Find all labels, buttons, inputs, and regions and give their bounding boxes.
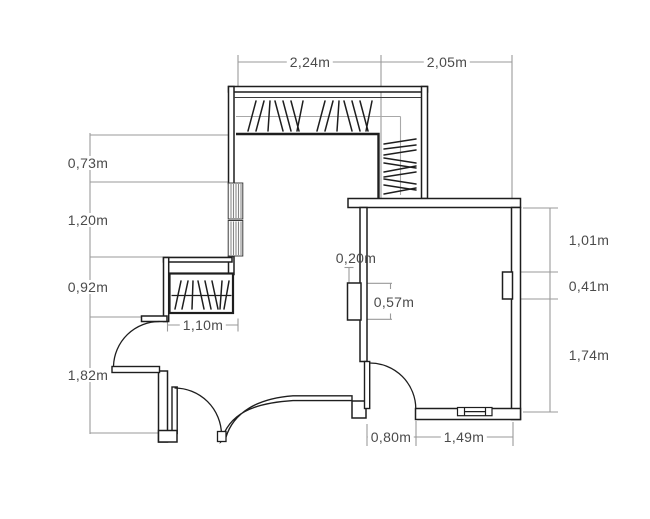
window-bottom-wall [456, 406, 493, 417]
door-swing-rightroom [369, 362, 417, 410]
dim-label-right-3: 1,74m [565, 348, 613, 362]
door-swing-hall [174, 387, 223, 435]
dim-label-left-1: 0,73m [64, 156, 112, 170]
door-leaf-left-exterior [111, 365, 161, 374]
wall-left-upper [227, 85, 235, 185]
door-swing-left-exterior [112, 320, 160, 367]
dim-label-left-3: 0,92m [64, 280, 112, 294]
closet-front-line [236, 132, 380, 198]
dim-label-radiator-height: 0,57m [373, 294, 415, 310]
dim-label-right-2: 0,41m [565, 279, 613, 293]
wall-door-jamb-notch [351, 400, 367, 419]
dim-label-right-1: 1,01m [565, 233, 613, 247]
wall-end-cap-left [157, 429, 178, 443]
wall-top [227, 85, 429, 93]
dim-label-left-4: 1,82m [64, 368, 112, 382]
door-leaf-hall [171, 386, 178, 435]
door-leaf-rightroom [363, 360, 371, 410]
radiator [346, 282, 362, 321]
wall-rightroom-top [347, 197, 522, 209]
closet-left-box [168, 272, 235, 315]
walls [140, 85, 522, 444]
wardrobe-hatch-top [247, 100, 373, 132]
dim-label-top-2: 2,05m [423, 55, 471, 69]
dim-label-bottom-2: 1,49m [440, 430, 488, 444]
wardrobe-hatch-right [383, 138, 417, 195]
wall-step-vertical [162, 256, 170, 323]
wall-end-cap-hall [216, 430, 227, 443]
dim-label-left-2: 1,20m [64, 213, 112, 227]
wall-corridor-right [420, 85, 429, 200]
wall-pier-bump [501, 271, 514, 300]
wardrobe-hatch-left [174, 280, 230, 310]
window-left-wall [227, 182, 244, 257]
dim-label-top-1: 2,24m [286, 55, 334, 69]
wall-rightroom-right [510, 206, 522, 421]
dim-label-closet-width: 1,10m [179, 318, 227, 332]
dim-label-radiator-depth: 0,20m [335, 250, 377, 266]
wall-door1-jamb [140, 315, 168, 323]
doors [111, 320, 417, 435]
wall-step-horizontal [162, 256, 233, 263]
dim-label-bottom-1: 0,80m [367, 430, 415, 444]
wall-curved-bottom [219, 395, 353, 444]
closets [168, 97, 421, 315]
